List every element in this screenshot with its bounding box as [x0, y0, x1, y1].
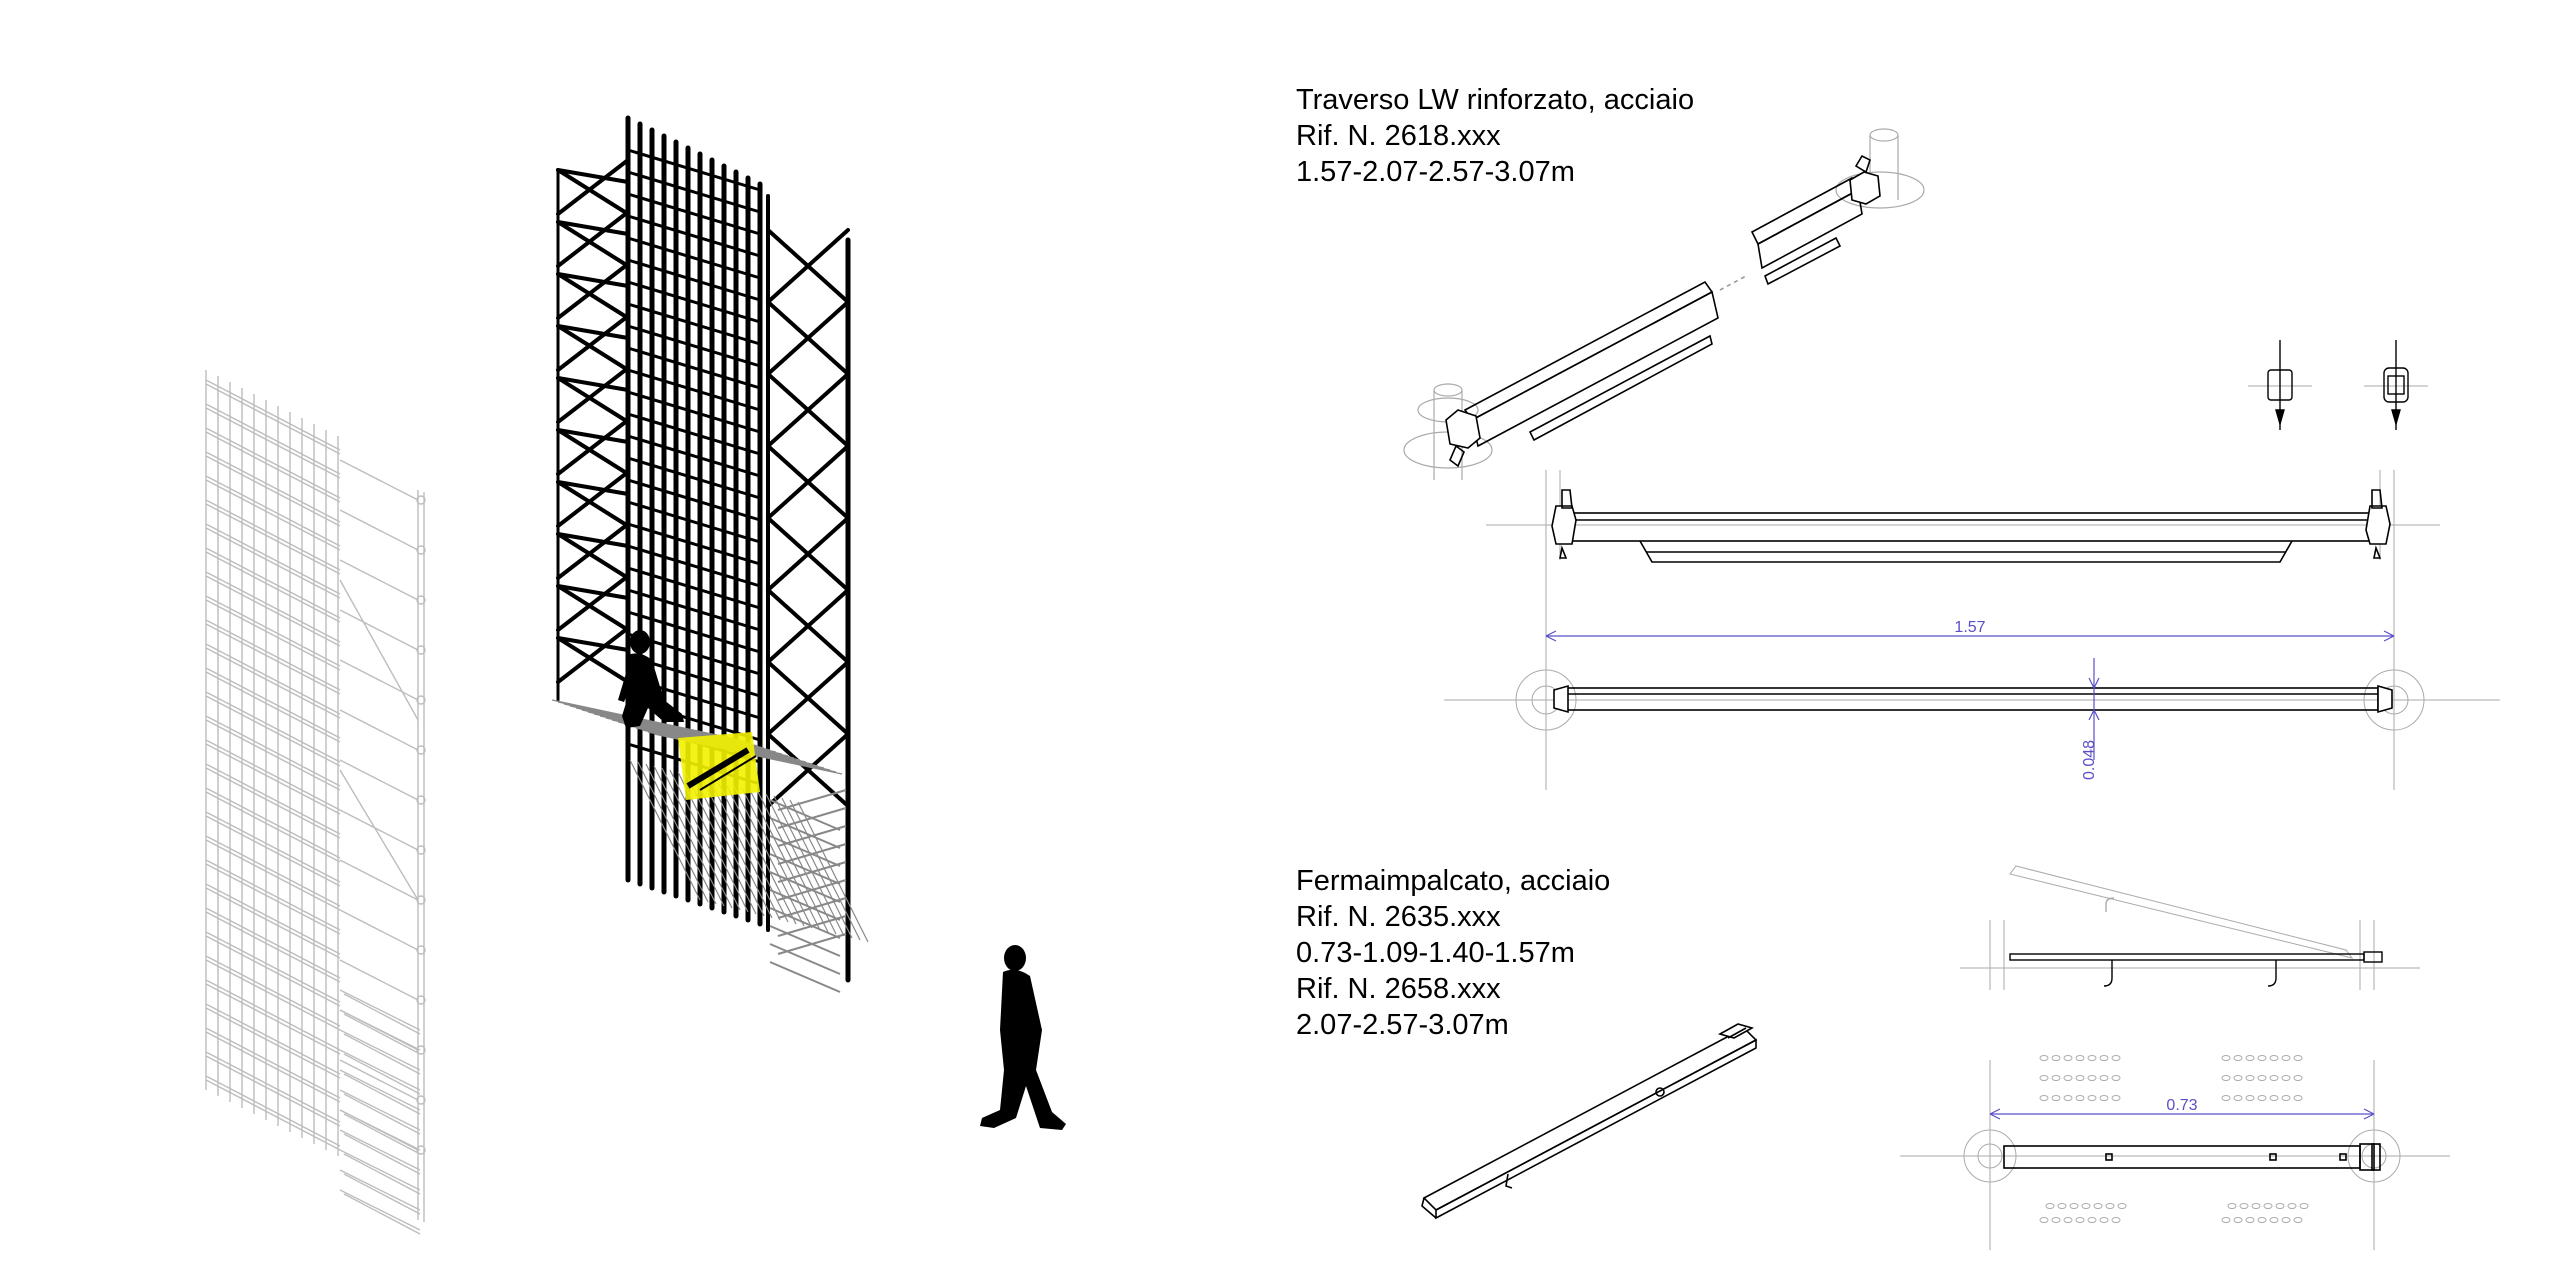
label-fermaimpalcato: Fermaimpalcato, acciaio Rif. N. 2635.xxx… [1296, 863, 1610, 1043]
dimension-length: 1.57 [1954, 619, 1985, 636]
label-line: Fermaimpalcato, acciaio [1296, 865, 1611, 897]
label-line: Rif. N. 2618.xxx [1296, 120, 1501, 152]
fermaimpalcato-isometric-view [1421, 1023, 1758, 1220]
seated-person-icon [618, 630, 684, 728]
label-line: 0.73-1.09-1.40-1.57m [1296, 937, 1575, 969]
dimension-length: 0.73 [2166, 1097, 2197, 1114]
label-line: Rif. N. 2635.xxx [1296, 901, 1501, 933]
walking-person-icon [980, 945, 1066, 1130]
highlighted-component [678, 732, 760, 800]
label-line: Rif. N. 2658.xxx [1296, 973, 1501, 1005]
label-traverso: Traverso LW rinforzato, acciaio Rif. N. … [1296, 82, 1694, 190]
label-line: Traverso LW rinforzato, acciaio [1296, 84, 1695, 116]
traverso-isometric-view [1403, 128, 1925, 480]
traverso-section-views [2248, 340, 2428, 430]
dimension-section: 0.048 [2081, 740, 2098, 780]
label-line: 2.07-2.57-3.07m [1296, 1009, 1509, 1041]
traverso-elevation-view [1486, 470, 2440, 563]
fermaimpalcato-elevation-view [1960, 865, 2420, 990]
label-line: 1.57-2.07-2.57-3.07m [1296, 156, 1575, 188]
fermaimpalcato-plan-view: 0.73 [1900, 1055, 2450, 1250]
scaffold-tower-icon [551, 115, 869, 993]
scaffold-ghost-icon [205, 370, 426, 1235]
traverso-plan-view: 1.57 0.048 [1444, 470, 2500, 790]
